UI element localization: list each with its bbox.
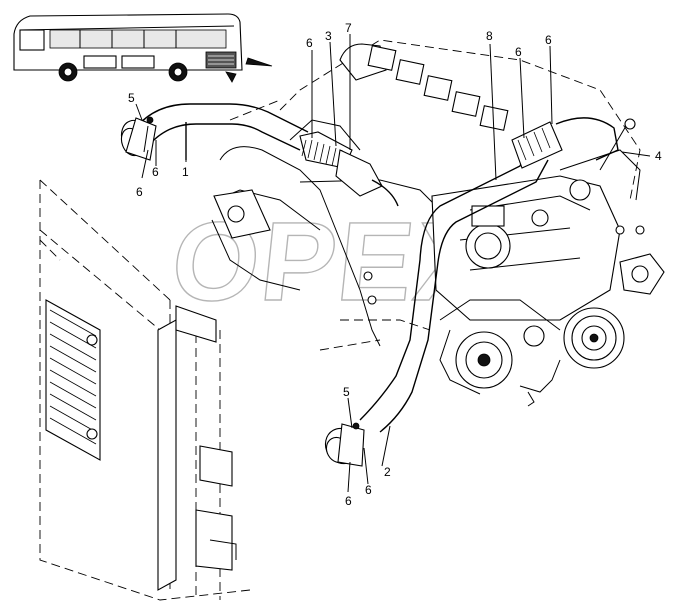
leader-lines (135, 34, 651, 493)
callout-2: 2 (384, 465, 391, 479)
callout-6-hose-left: 6 (306, 36, 313, 50)
bus-thumbnail (13, 13, 273, 83)
callout-8: 8 (486, 29, 493, 43)
callout-6-upper-b: 6 (136, 185, 143, 199)
callout-7: 7 (345, 21, 352, 35)
callout-6-upper-a: 6 (152, 165, 159, 179)
callout-6-turbo-b: 6 (545, 33, 552, 47)
callout-6-lower-b: 6 (365, 483, 372, 497)
charge-air-pipe-1 (120, 103, 309, 161)
callouts: 5 6 6 1 6 3 7 8 6 6 4 5 2 6 6 (128, 21, 662, 508)
hose-3 (299, 131, 399, 207)
callout-5-lower: 5 (343, 385, 350, 399)
callout-6-turbo-a: 6 (515, 45, 522, 59)
radiator (39, 179, 251, 601)
callout-4: 4 (655, 149, 662, 163)
callout-6-lower-a: 6 (345, 494, 352, 508)
callout-1: 1 (182, 165, 189, 179)
callout-5-upper: 5 (128, 91, 135, 105)
charge-air-pipe-2 (324, 117, 619, 467)
callout-3: 3 (325, 29, 332, 43)
engine-block (211, 39, 665, 407)
